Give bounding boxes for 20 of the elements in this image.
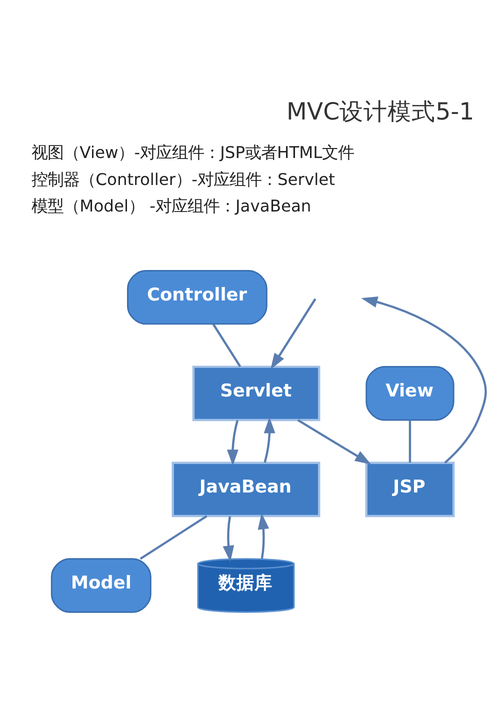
- node-box: Controller: [127, 270, 268, 325]
- arrow: [297, 419, 372, 464]
- connector: [408, 420, 412, 463]
- node-box: Model: [50, 558, 152, 613]
- diagram-title: MVC设计模式5-1: [286, 98, 474, 126]
- connector: [140, 515, 208, 560]
- arrow: [227, 420, 239, 466]
- arrow: [361, 296, 487, 464]
- label: 控制器（Controller）-对应组件：Servlet: [32, 170, 335, 189]
- node-box: View: [366, 366, 454, 421]
- node-box: Servlet: [192, 366, 320, 422]
- node-box: JavaBean: [172, 462, 320, 518]
- arrow: [264, 416, 276, 463]
- label: 视图（View）-对应组件：JSP或者HTML文件: [32, 143, 354, 162]
- arrow: [270, 298, 316, 370]
- arrow: [258, 513, 270, 559]
- arrow: [222, 516, 234, 562]
- node-box: JSP: [365, 462, 455, 518]
- label: 模型（Model） -对应组件：JavaBean: [32, 196, 312, 216]
- connector: [212, 324, 242, 368]
